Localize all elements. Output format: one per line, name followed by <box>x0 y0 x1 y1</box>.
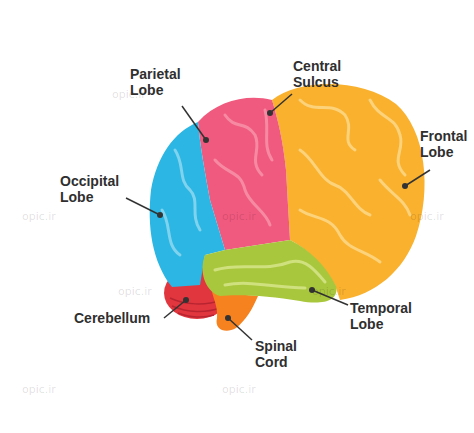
gyrus-line <box>175 150 200 230</box>
gyrus-line <box>162 210 180 255</box>
gyrus-line <box>265 110 272 160</box>
leader-dot <box>157 212 163 218</box>
leader-dot <box>402 183 408 189</box>
leader-line <box>182 106 206 140</box>
watermark: opic.ir <box>222 383 256 396</box>
leader-line <box>405 170 430 186</box>
part-label: Temporal Lobe <box>350 300 420 332</box>
leader-dot <box>225 315 231 321</box>
watermark: opic.ir <box>118 285 152 298</box>
watermark: opic.ir <box>112 88 146 101</box>
leader-dot <box>183 297 189 303</box>
watermark: opic.ir <box>222 210 256 223</box>
leader-dot <box>267 110 273 116</box>
leader-line <box>228 318 252 340</box>
fold-line <box>172 306 220 312</box>
gyrus-line <box>380 180 410 215</box>
leader-line <box>126 198 160 215</box>
gyrus-line <box>225 115 262 175</box>
leader-line <box>164 300 186 318</box>
gyrus-line <box>300 210 380 262</box>
gyri <box>162 100 410 288</box>
part-label: Spinal Cord <box>255 338 307 370</box>
part-label: Frontal Lobe <box>420 128 474 160</box>
part-label: Cerebellum <box>74 310 166 326</box>
leader-line <box>270 94 292 113</box>
watermark: opic.ir <box>22 383 56 396</box>
gyrus-line <box>215 160 270 225</box>
leader-dot <box>203 137 209 143</box>
gyrus-line <box>225 283 305 288</box>
part-label: Occipital Lobe <box>60 173 132 205</box>
watermark: opic.ir <box>312 285 346 298</box>
gyrus-line <box>215 261 325 282</box>
fold-line <box>178 313 214 317</box>
part-label: Central Sulcus <box>293 58 359 90</box>
watermark: opic.ir <box>410 210 444 223</box>
leader-lines <box>126 94 430 340</box>
gyrus-line <box>370 100 405 175</box>
watermark: opic.ir <box>22 210 56 223</box>
gyrus-line <box>300 100 355 150</box>
leader-dots <box>157 110 408 321</box>
gyrus-line <box>300 150 370 215</box>
